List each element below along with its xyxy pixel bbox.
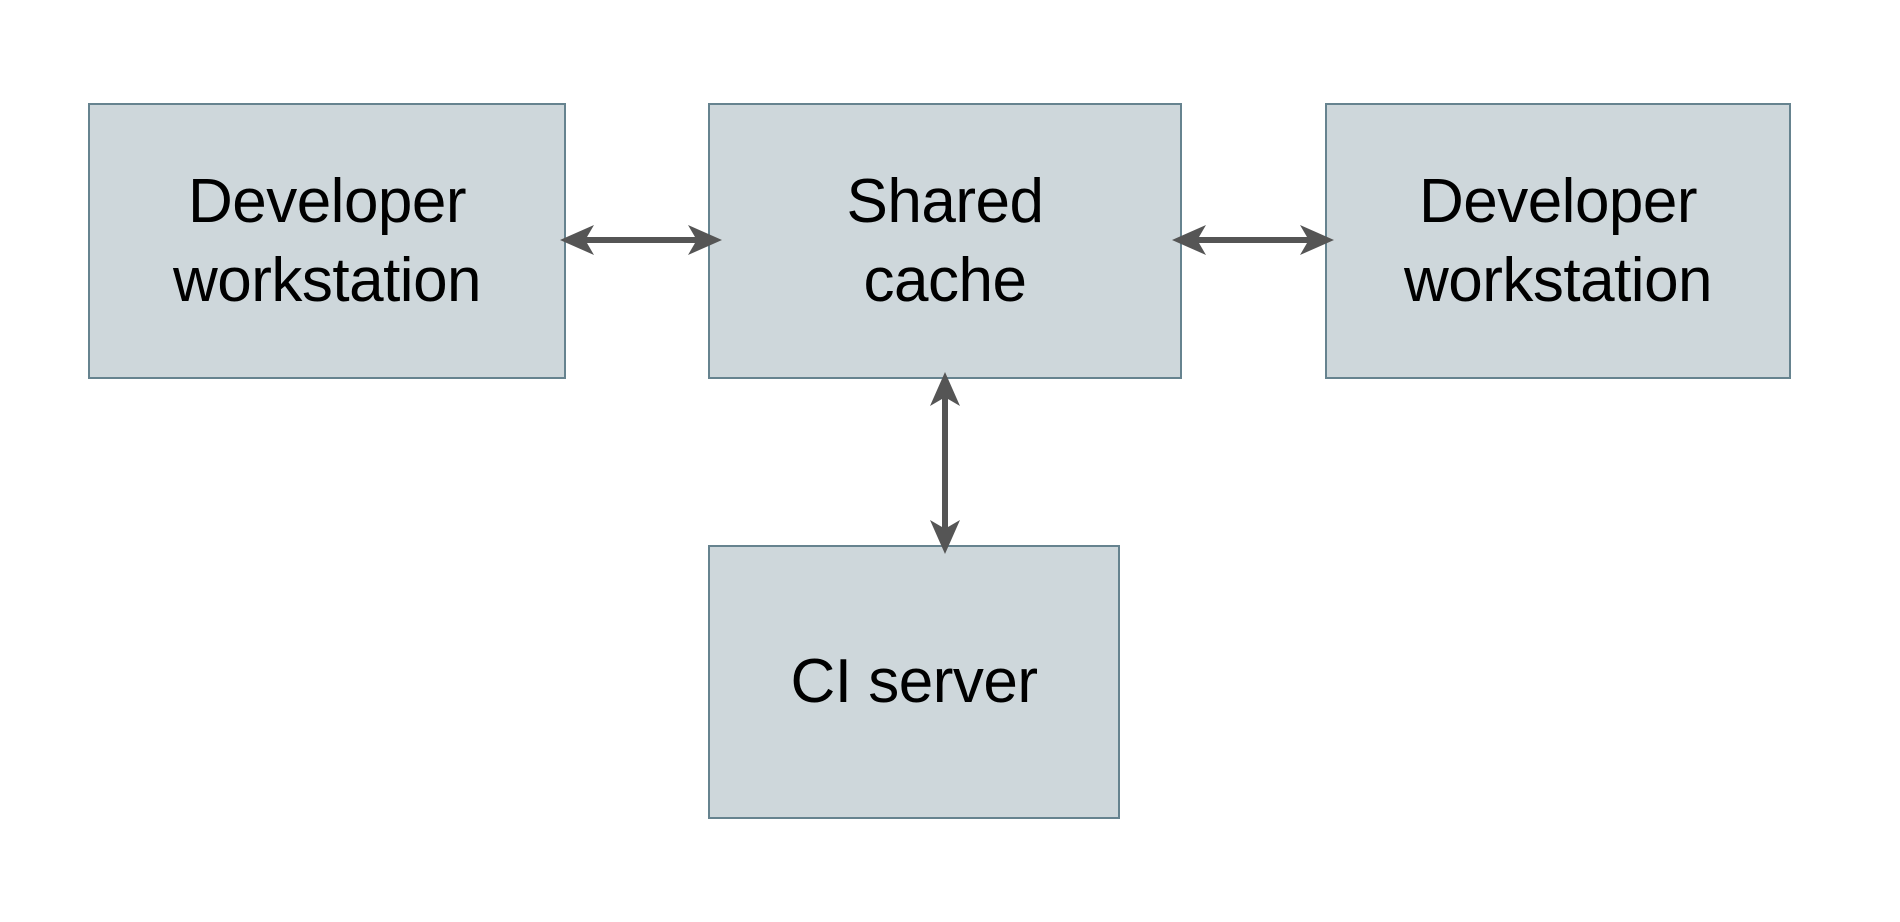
double-arrow-icon (930, 372, 960, 554)
node-shared-cache[interactable]: Shared cache (708, 103, 1182, 379)
node-label: CI server (790, 647, 1038, 717)
node-ci-server[interactable]: CI server (708, 545, 1120, 819)
node-developer-workstation-left[interactable]: Developer workstation (88, 103, 566, 379)
node-developer-workstation-right[interactable]: Developer workstation (1325, 103, 1791, 379)
edge-developer-left-to-shared-cache[interactable] (560, 214, 722, 266)
edge-shared-cache-to-developer-right[interactable] (1172, 214, 1334, 266)
double-arrow-icon (560, 225, 722, 255)
node-label: Developer workstation (172, 166, 482, 315)
edge-shared-cache-to-ci-server[interactable] (919, 372, 971, 554)
node-label: Shared cache (846, 166, 1044, 315)
double-arrow-icon (1172, 225, 1334, 255)
node-label: Developer workstation (1403, 166, 1713, 315)
